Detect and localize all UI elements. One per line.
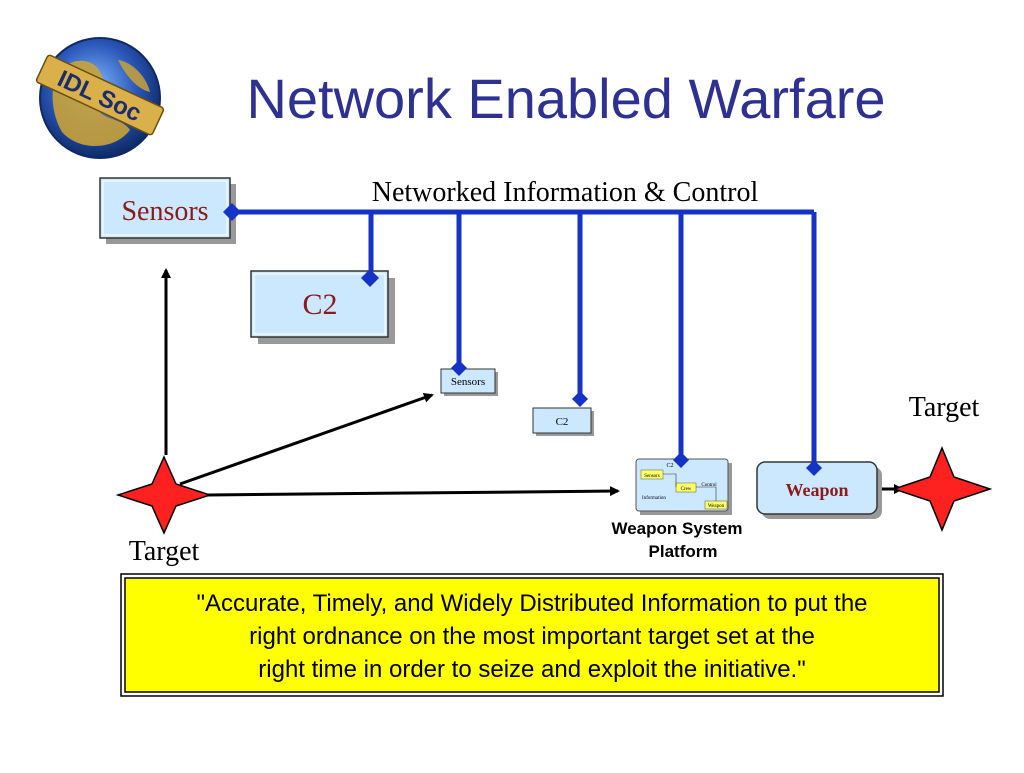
- c2-small-label: C2: [556, 416, 569, 428]
- diamond-sensors-small: [451, 360, 467, 376]
- c2-large-label: C2: [302, 288, 337, 321]
- mini-information-label: Information: [642, 496, 666, 501]
- logo: IDL Soc: [35, 37, 165, 159]
- mini-weapon-label: Weapon: [708, 504, 725, 509]
- c2-node-small: C2: [532, 407, 594, 436]
- target-star-left: [115, 455, 213, 535]
- mini-control-label: Control: [701, 483, 717, 488]
- quote-line-3: right time in order to seize and exploit…: [258, 656, 805, 683]
- diamond-c2: [361, 269, 379, 287]
- connection-diamonds: [223, 203, 822, 476]
- target-left-label: Target: [129, 536, 200, 567]
- mini-sensors-label: Sensors: [644, 474, 660, 479]
- mini-crew-label: Crew: [681, 487, 692, 492]
- weapon-node: Weapon: [756, 461, 882, 519]
- platform-caption-line1: Weapon System: [611, 519, 742, 538]
- sensors-node-large: Sensors: [99, 177, 236, 244]
- weapon-system-platform: Sensors C2 Control Crew Information Weap…: [635, 458, 732, 515]
- sensors-large-label: Sensors: [121, 196, 208, 227]
- diamond-weapon: [806, 460, 822, 476]
- sensors-small-label: Sensors: [451, 376, 485, 388]
- network-label: Networked Information & Control: [372, 177, 759, 208]
- target-star-right: [891, 446, 993, 532]
- network-bus: [232, 209, 817, 468]
- quote-line-2: right ordnance on the most important tar…: [249, 623, 815, 650]
- target-right-label: Target: [909, 392, 980, 423]
- sensors-node-small: Sensors: [440, 368, 498, 396]
- mini-c2-label: C2: [666, 463, 673, 469]
- diamond-sensors: [223, 203, 241, 221]
- diamond-c2-small: [572, 391, 588, 407]
- quote-box: "Accurate, Timely, and Widely Distribute…: [120, 573, 944, 697]
- weapon-label: Weapon: [785, 480, 848, 500]
- diamond-platform: [673, 452, 689, 468]
- quote-line-1: "Accurate, Timely, and Widely Distribute…: [196, 590, 867, 617]
- platform-caption-line2: Platform: [649, 542, 718, 561]
- page-title: Network Enabled Warfare: [246, 67, 885, 130]
